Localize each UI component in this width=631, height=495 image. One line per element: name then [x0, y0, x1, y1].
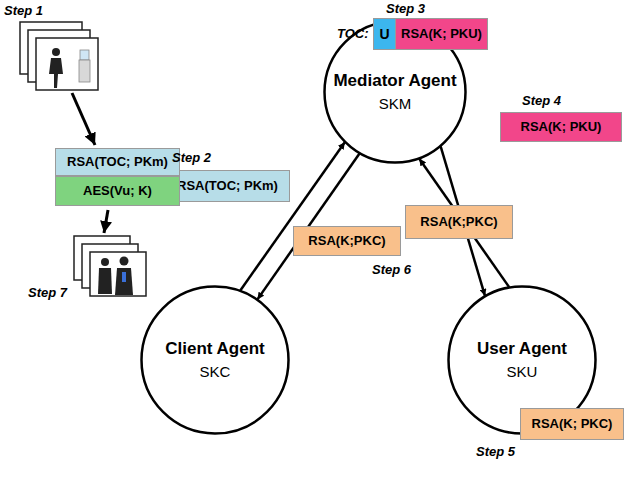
message-text: RSA(K; PKU)	[521, 119, 602, 135]
step-label: Step 6	[372, 262, 411, 277]
message-text: AES(Vu; K)	[83, 183, 152, 199]
message-box: RSA(K;PKC)	[293, 226, 401, 256]
circle-outline	[140, 285, 290, 435]
message-box: RSA(K; PKU)	[500, 112, 622, 142]
message-arrow	[419, 159, 509, 287]
step-label: Step 7	[28, 285, 67, 300]
toc-label: TOC:	[337, 26, 369, 41]
message-box: AES(Vu; K)	[55, 176, 180, 206]
message-box: U	[373, 18, 396, 50]
message-text: RSA(K; PKC)	[532, 416, 613, 432]
message-text: RSA(TOC; PKm)	[67, 154, 168, 170]
message-box: RSA(K; PKU)	[395, 18, 488, 50]
message-box: RSA(TOC; PKm)	[55, 148, 180, 176]
output-image-stack	[74, 236, 146, 296]
flow-arrow	[104, 210, 108, 233]
message-box: RSA(TOC; PKm)	[165, 170, 290, 202]
message-box: RSA(K;PKC)	[405, 205, 513, 239]
secret-key: SKM	[379, 95, 412, 113]
step-label: Step 1	[4, 3, 43, 18]
message-arrow	[240, 142, 344, 290]
message-text: RSA(K;PKC)	[308, 233, 385, 249]
message-text: RSA(K; PKU)	[401, 26, 482, 42]
message-text: U	[379, 26, 389, 43]
secret-key: SKC	[200, 363, 231, 381]
step-label: Step 4	[522, 93, 561, 108]
flow-arrow	[72, 93, 95, 145]
agent-name: Client Agent	[165, 339, 264, 359]
agent-circle: Client AgentSKC	[140, 285, 290, 435]
message-box: RSA(K; PKC)	[520, 408, 624, 440]
step-label: Step 2	[172, 150, 211, 165]
input-image-stack	[20, 22, 98, 90]
agent-name: Mediator Agent	[333, 71, 456, 91]
step-label: Step 3	[386, 1, 425, 16]
secret-key: SKU	[507, 363, 538, 381]
message-text: RSA(K;PKC)	[420, 214, 497, 230]
message-text: RSA(TOC; PKm)	[177, 178, 278, 194]
step-label: Step 5	[476, 444, 515, 459]
agent-name: User Agent	[477, 339, 567, 359]
